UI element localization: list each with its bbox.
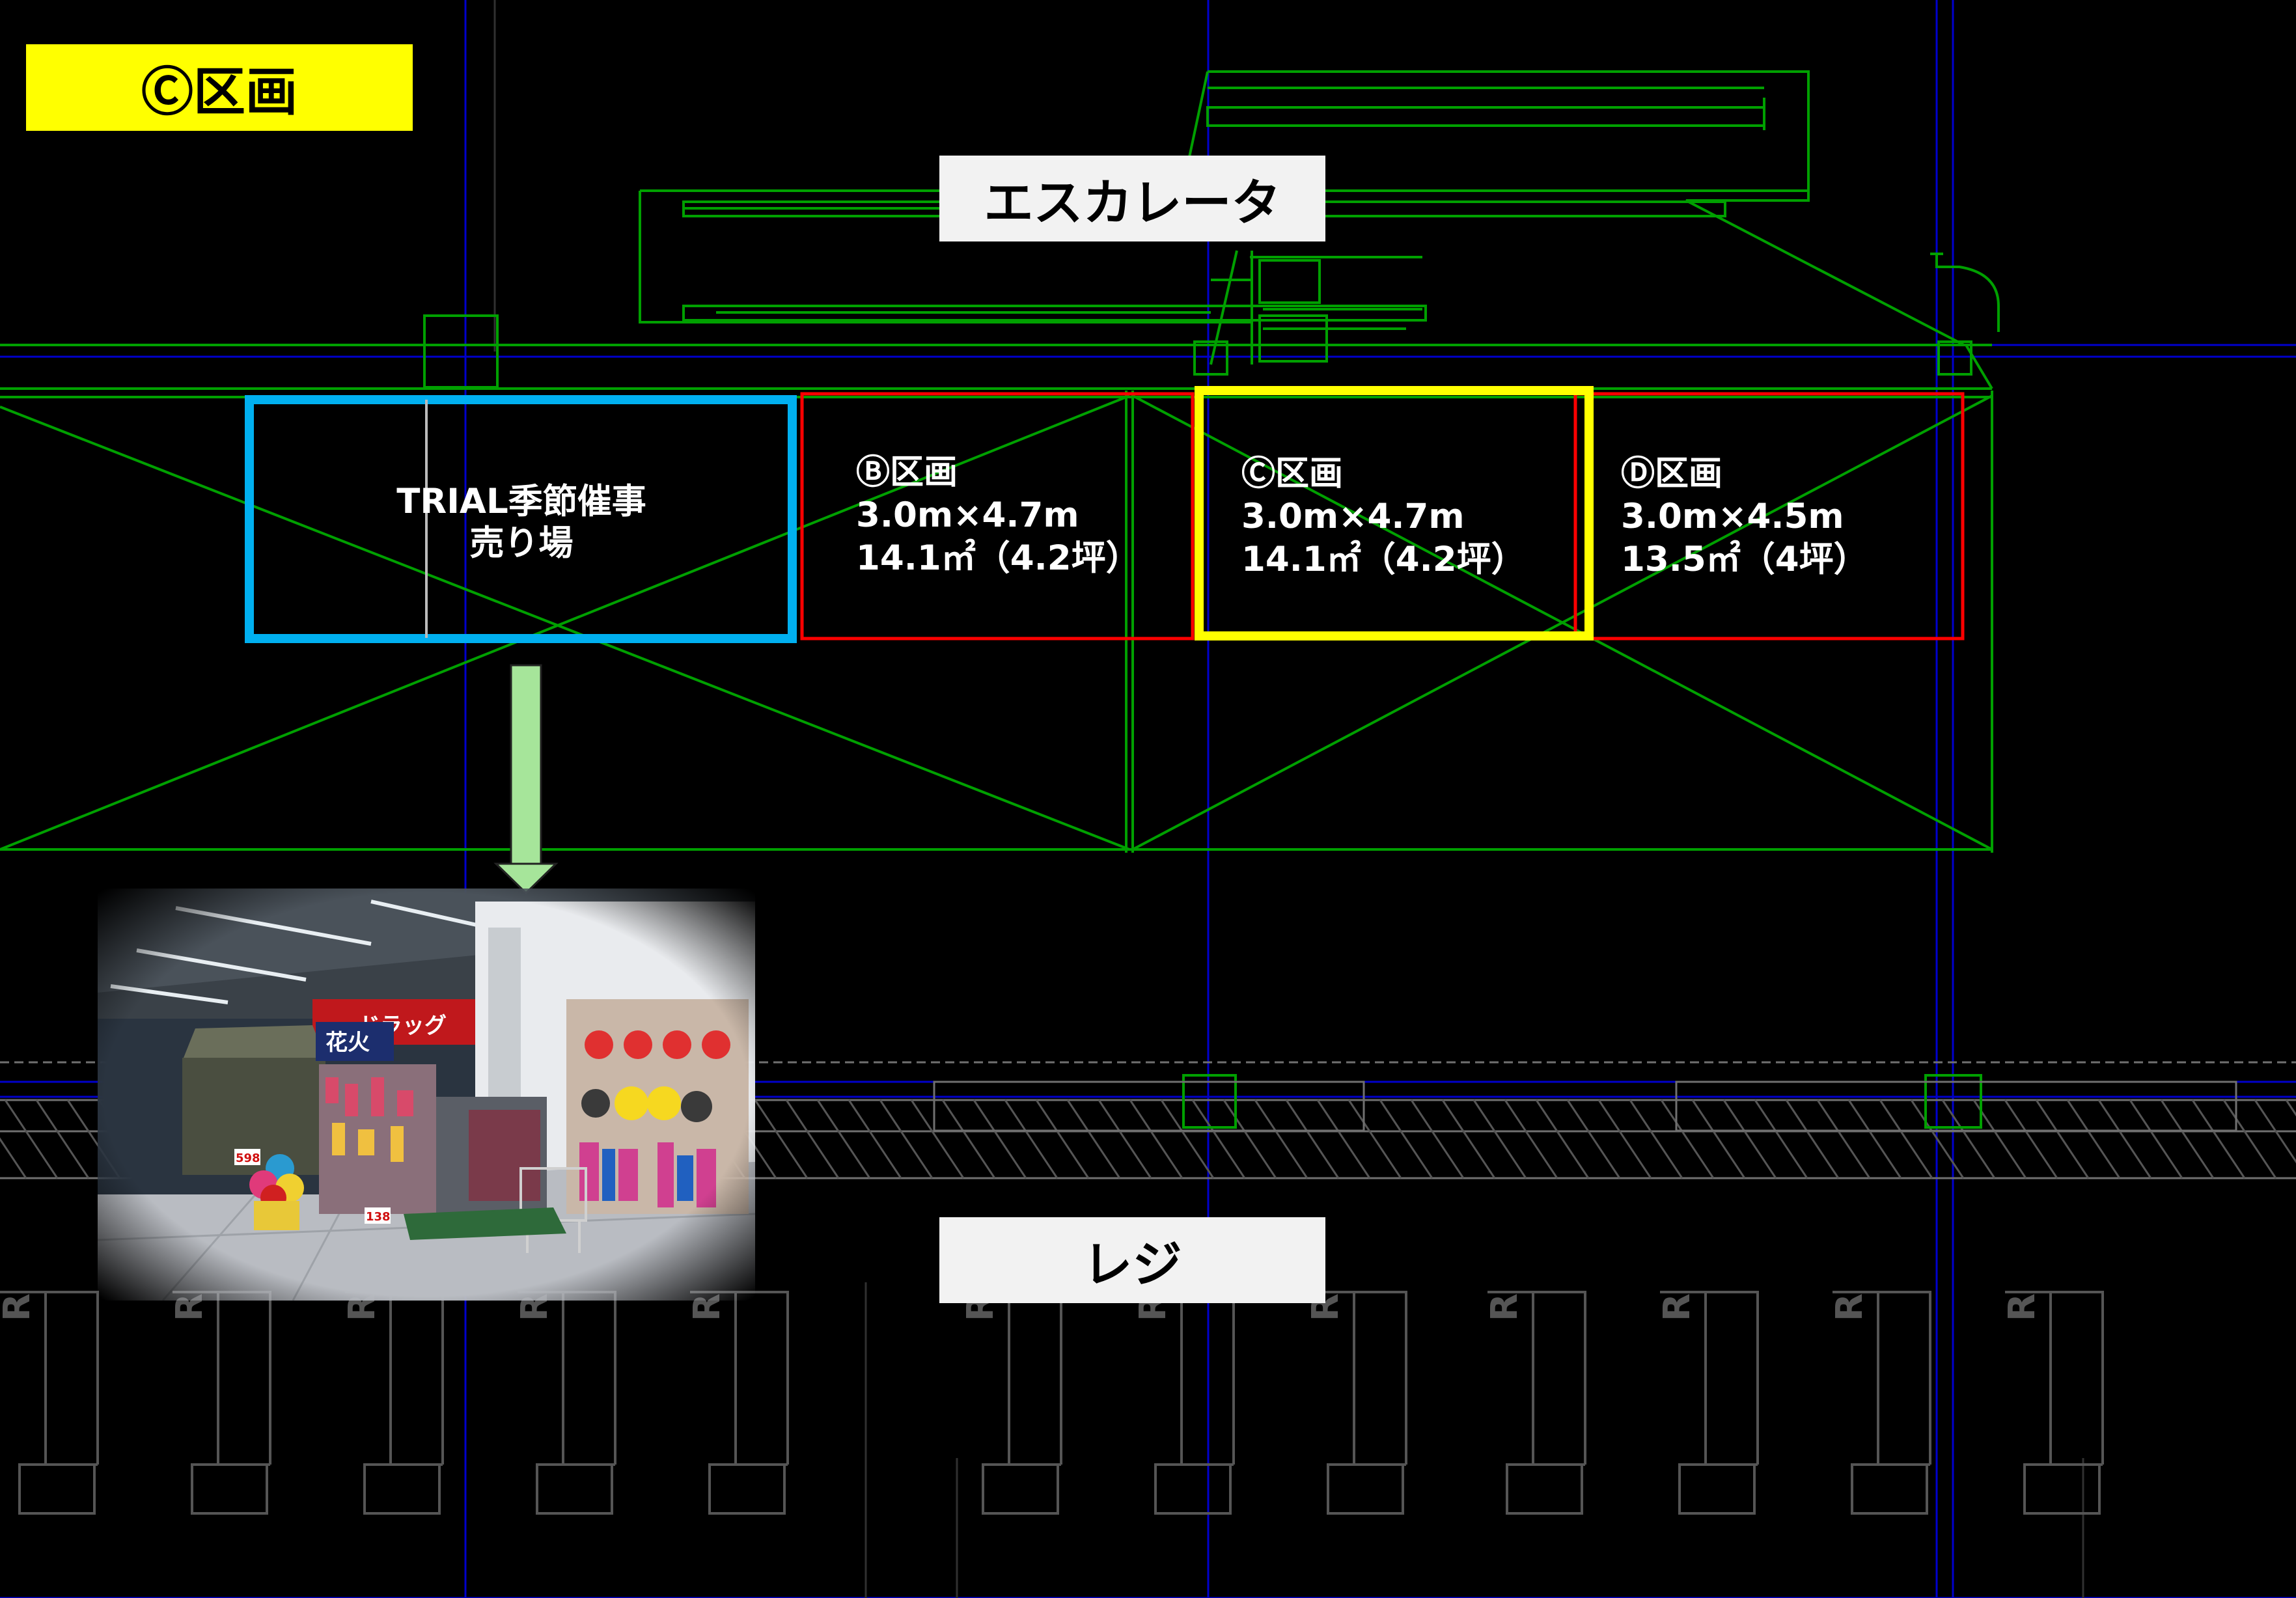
counter-columns [1182, 1074, 1982, 1129]
register-base [982, 1463, 1059, 1515]
store-photo: ドラッグ 花火 598 138 [98, 889, 755, 1301]
counter-segments [933, 1081, 2237, 1132]
zone-b: Ⓑ区画 3.0m×4.7m 14.1㎡（4.2坪） [856, 451, 1141, 580]
escalator-label: エスカレータ [939, 156, 1325, 241]
register-base [363, 1463, 441, 1515]
register-base [708, 1463, 786, 1515]
register-marker: R [1829, 1293, 1871, 1321]
zone-b-area: 14.1㎡（4.2坪） [856, 538, 1141, 578]
zone-c: Ⓒ区画 3.0m×4.7m 14.1㎡（4.2坪） [1241, 452, 1526, 581]
register-base [536, 1463, 613, 1515]
zone-d-area: 13.5㎡（4坪） [1621, 540, 1868, 579]
register-marker: R [1656, 1293, 1698, 1321]
zone-c-dimensions: 3.0m×4.7m [1241, 497, 1465, 536]
register-base [1678, 1463, 1756, 1515]
register-base [18, 1463, 96, 1515]
zone-trial-line2: 売り場 [469, 523, 574, 563]
register-base [1327, 1463, 1404, 1515]
zone-c-area: 14.1㎡（4.2坪） [1241, 540, 1526, 579]
zone-d-name: Ⓓ区画 [1621, 454, 1723, 493]
photo-price-tag-1: 598 [236, 1151, 260, 1165]
zone-frames [245, 386, 1965, 643]
register-base [1506, 1463, 1583, 1515]
zone-c-name: Ⓒ区画 [1241, 454, 1344, 493]
zone-b-name: Ⓑ区画 [856, 453, 958, 492]
register-base [1154, 1463, 1232, 1515]
register-base [2023, 1463, 2101, 1515]
zone-d: Ⓓ区画 3.0m×4.5m 13.5㎡（4坪） [1621, 452, 1868, 581]
zone-b-dimensions: 3.0m×4.7m [856, 495, 1079, 535]
register-marker: R [1484, 1293, 1526, 1321]
photo-price-tag-2: 138 [366, 1210, 391, 1224]
zone-trial-line1: TRIAL季節催事 [396, 482, 646, 521]
register-marker: R [2001, 1293, 2043, 1321]
register-label: レジ [939, 1217, 1325, 1303]
down-arrow [493, 664, 559, 895]
register-base [1851, 1463, 1928, 1515]
zone-trial-event: TRIAL季節催事 売り場 [246, 402, 797, 644]
register-marker: R [0, 1293, 38, 1321]
register-base [191, 1463, 268, 1515]
zone-d-dimensions: 3.0m×4.5m [1621, 497, 1844, 536]
photo-banner-text: 花火 [325, 1030, 370, 1056]
zone-c-title: Ⓒ区画 [26, 44, 413, 131]
